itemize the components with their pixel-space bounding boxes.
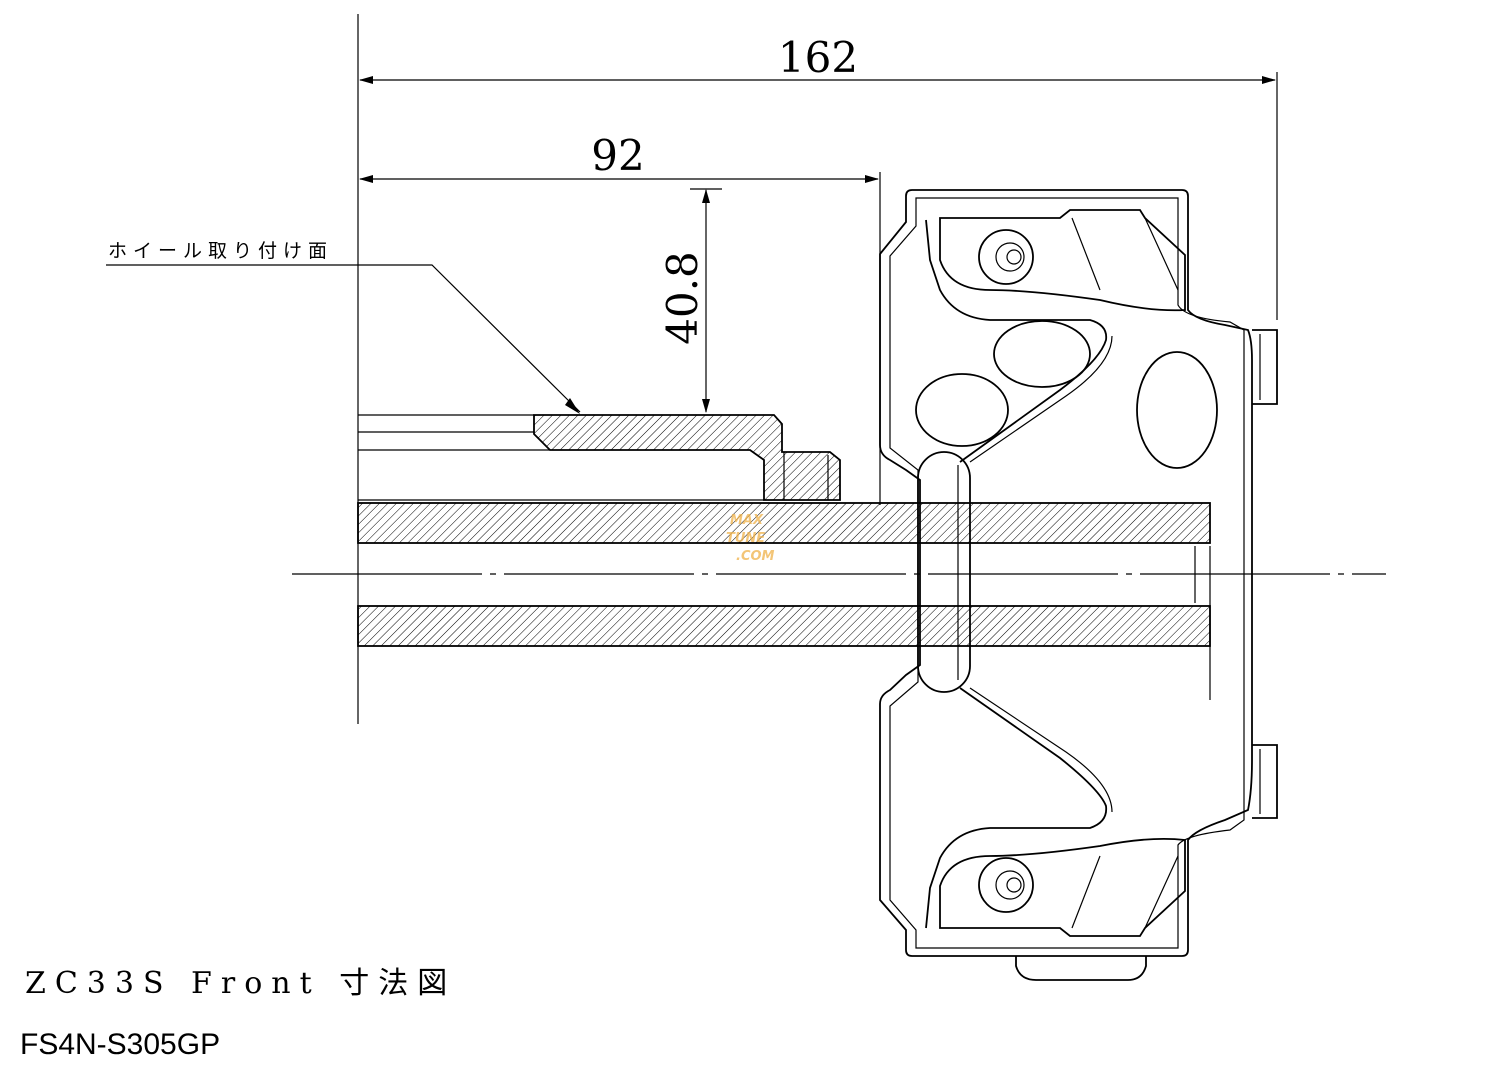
upper-rib	[925, 219, 1108, 463]
knuckle-body	[879, 189, 1253, 957]
watermark-logo: MAX TUNE .COM	[726, 513, 775, 564]
dimension-162: 162	[778, 33, 858, 82]
part-number: FS4N-S305GP	[20, 1028, 221, 1061]
upper-bolt-outer	[978, 229, 1034, 285]
upper-bolt-mid	[995, 242, 1025, 272]
shaft-upper-section	[357, 502, 1211, 544]
wheel-mount-face-label: ホイール取り付け面	[108, 240, 333, 262]
upper-rib-inner	[969, 335, 1113, 463]
lower-rib	[925, 687, 1108, 929]
lower-tab	[1252, 744, 1278, 819]
oval-hole-1	[993, 320, 1091, 388]
upper-boss-rib	[1071, 217, 1101, 291]
svg-text:.COM: .COM	[736, 549, 775, 564]
lower-bolt-mid	[995, 870, 1025, 900]
lower-boss	[939, 837, 1186, 937]
bottom-foot	[1015, 956, 1147, 981]
flange-section	[533, 414, 841, 501]
svg-text:MAX: MAX	[730, 513, 764, 528]
upper-boss	[939, 209, 1186, 312]
lower-bolt-inner	[1006, 877, 1022, 893]
leader-line	[106, 264, 581, 413]
lower-boss-rib-2	[1144, 855, 1179, 929]
lower-boss-rib	[1071, 855, 1101, 929]
upper-bolt-inner	[1006, 249, 1022, 265]
lower-bolt-outer	[978, 857, 1034, 913]
model-title: ZC33S Front 寸法図	[25, 966, 457, 1001]
center-slot	[917, 451, 971, 693]
upper-boss-rib-2	[1144, 217, 1179, 291]
oval-hole-2	[915, 373, 1009, 447]
dimension-92: 92	[591, 131, 644, 180]
dimension-40-8: 40.8	[658, 251, 707, 345]
knuckle-inner-outline	[889, 197, 1245, 949]
shaft-lower-section	[357, 605, 1211, 647]
leader-arrow	[565, 398, 580, 414]
oval-hole-3	[1136, 351, 1218, 469]
lower-rib-inner	[969, 687, 1113, 813]
svg-text:TUNE: TUNE	[726, 531, 765, 546]
upper-tab	[1252, 329, 1278, 405]
